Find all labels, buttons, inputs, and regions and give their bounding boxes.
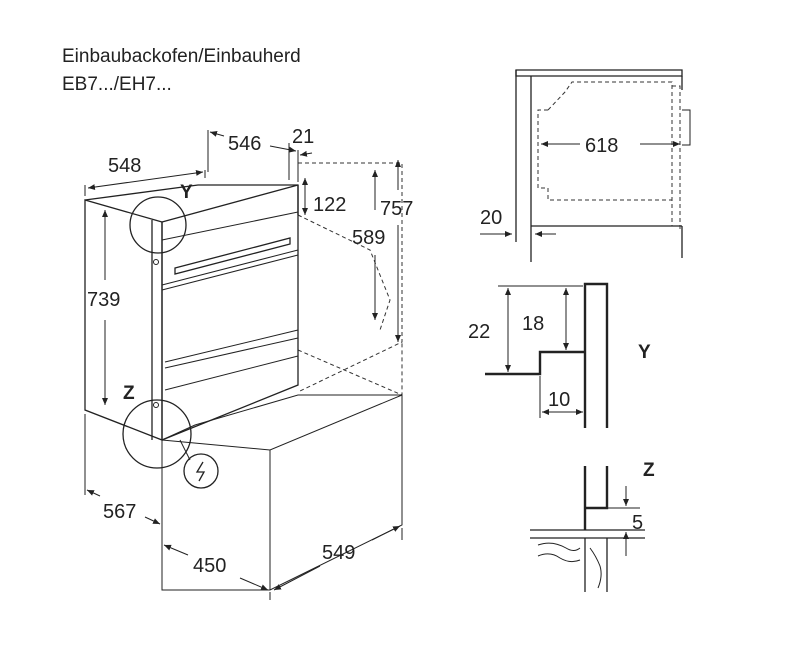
oven-body-outline (537, 81, 673, 226)
dimline-567-b (144, 516, 161, 525)
detail-circle-y (129, 196, 187, 254)
dim-546: 546 (228, 133, 261, 155)
dim-122: 122 (313, 194, 346, 216)
label-y: Y (180, 182, 193, 203)
dim-21: 21 (292, 126, 314, 148)
detail-z-view: 5 Z (530, 460, 655, 592)
door-line-4 (164, 337, 299, 369)
power-leader (179, 439, 191, 461)
detail-z-label: Z (643, 460, 655, 481)
dim-567: 567 (103, 501, 136, 523)
dim-10: 10 (548, 389, 570, 411)
dimline-549-a (273, 565, 321, 591)
oven-side-panel (84, 199, 163, 441)
oven-handle (174, 237, 291, 275)
hinge-bottom (153, 402, 159, 408)
dimline-546-a (209, 131, 225, 137)
dimline-21 (299, 150, 313, 157)
dim-549: 549 (322, 542, 355, 564)
cabinet-top (161, 394, 402, 441)
dim-618: 618 (585, 135, 618, 157)
oven-rear-outline (672, 85, 681, 230)
niche-outline (297, 162, 403, 393)
oven-front-right (161, 185, 299, 441)
side-section-view: 618 20 (480, 69, 691, 262)
dim-5: 5 (632, 512, 643, 534)
dimline-548 (87, 169, 204, 191)
dim-20: 20 (480, 207, 502, 229)
dim-18: 18 (522, 313, 544, 335)
oven-main-view: Y Z 548 546 21 122 589 757 739 (84, 126, 413, 600)
door-line-3 (164, 329, 299, 363)
label-z: Z (123, 383, 135, 404)
dimline-546-b (269, 145, 297, 153)
dimline-549-b (371, 525, 401, 541)
detail-z-board (530, 537, 608, 592)
dim-757: 757 (380, 198, 413, 220)
wood-grain (537, 542, 602, 589)
rear-bracket (682, 109, 691, 146)
detail-circle-z (122, 399, 192, 469)
dimline-450-b (239, 577, 269, 591)
hinge-top (153, 259, 159, 265)
door-line-2 (161, 254, 299, 291)
dimline-567-a (86, 489, 101, 497)
niche-bottom (297, 340, 403, 396)
dim-548: 548 (108, 155, 141, 177)
title-line-2: EB7.../EH7... (62, 74, 172, 95)
detail-y-view: 22 18 10 Y (468, 282, 651, 428)
lightning-glyph (195, 461, 206, 482)
title-line-1: Einbaubackofen/Einbauherd (62, 46, 301, 67)
dim-589: 589 (352, 227, 385, 249)
dim-739: 739 (87, 289, 120, 311)
ext-5 (608, 507, 640, 531)
dim-22: 22 (468, 321, 490, 343)
door-line-5 (164, 355, 299, 391)
detail-y-step (485, 350, 585, 376)
power-connection-icon (183, 453, 219, 489)
countertop (515, 69, 683, 77)
niche-curve (297, 214, 391, 331)
dim-450: 450 (193, 555, 226, 577)
dimline-450-a (163, 544, 189, 556)
door-line-1 (161, 249, 299, 286)
detail-y-label: Y (638, 342, 651, 363)
detail-y-panel (583, 282, 609, 428)
detail-z-panel (583, 466, 609, 530)
